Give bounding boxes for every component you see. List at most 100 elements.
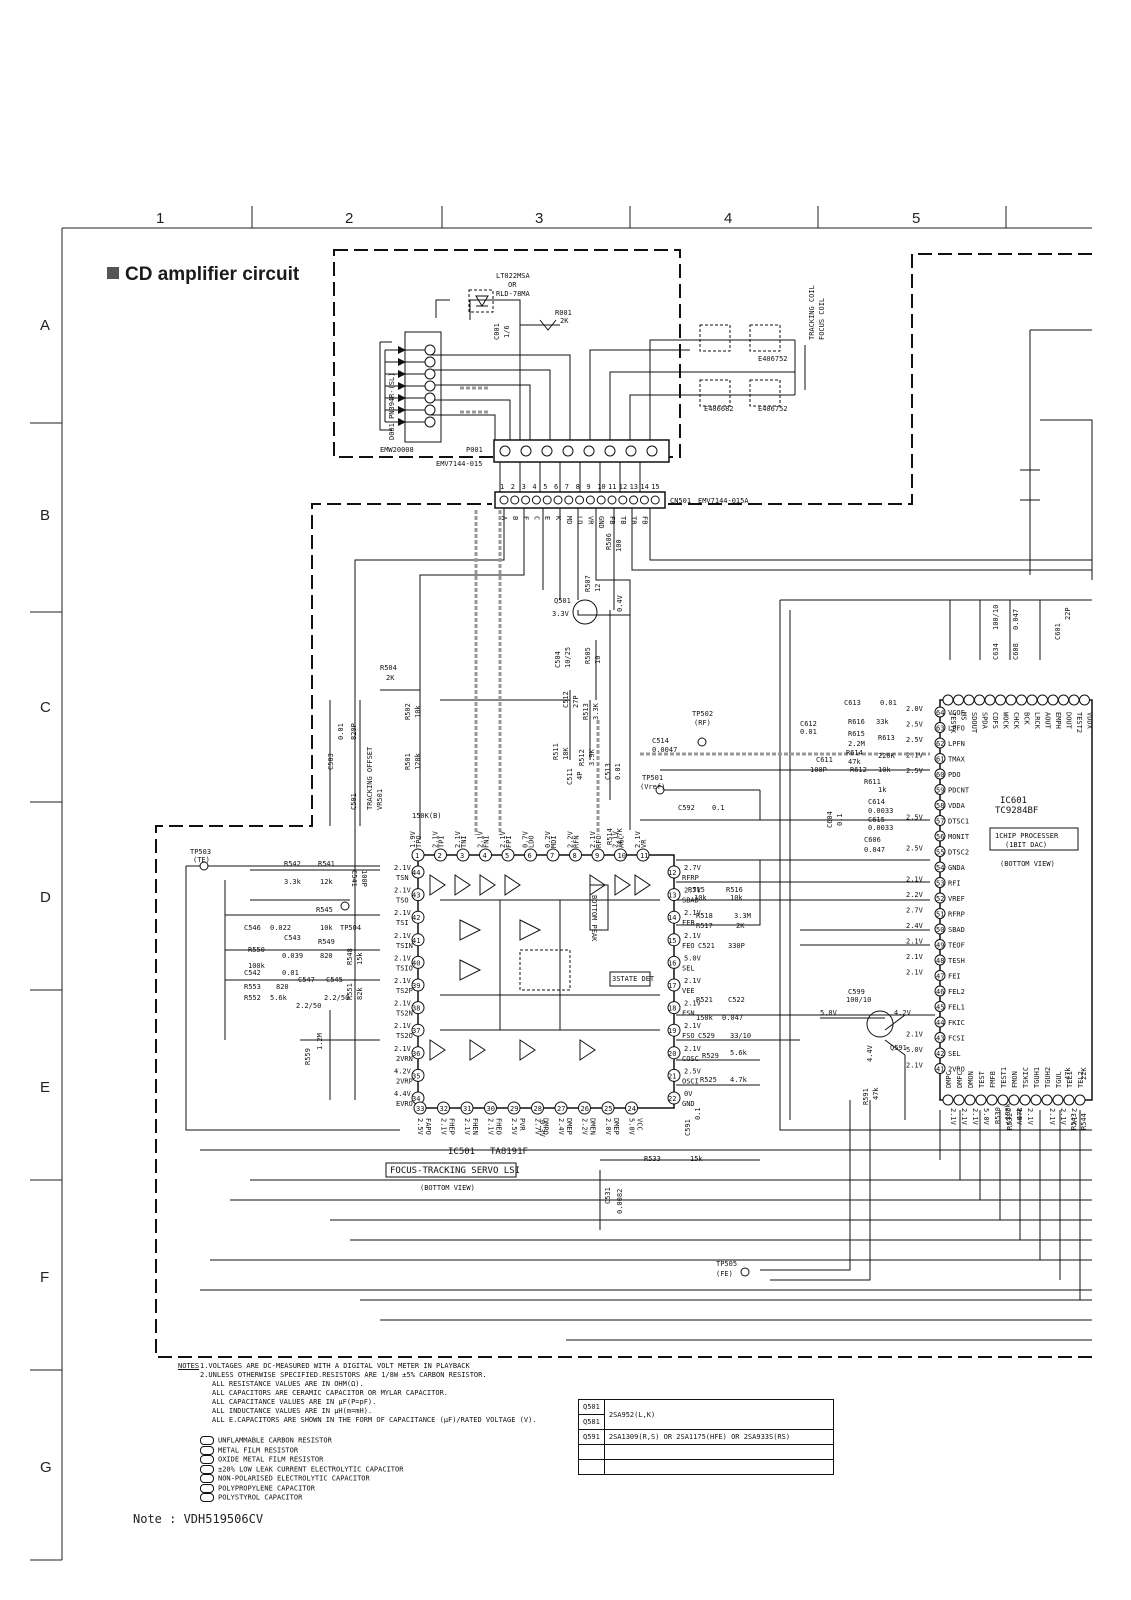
c501-ref: C501 bbox=[350, 793, 358, 810]
ic601-pin-number: 60 bbox=[936, 771, 944, 779]
r559-value: 1.2M bbox=[316, 1033, 324, 1050]
ic501-pin bbox=[531, 1101, 544, 1115]
ic601-pin bbox=[1074, 1094, 1086, 1106]
ic601-pin-signal: SBAD bbox=[948, 926, 965, 934]
r512-ref: R512 bbox=[578, 749, 586, 766]
ic601-bottom-signal: DMPC bbox=[945, 1071, 953, 1088]
r545-ref: R545 bbox=[316, 906, 333, 914]
ic601-pin-signal: FEI bbox=[948, 973, 961, 981]
ic601-pin bbox=[934, 892, 946, 904]
ic501-pin-signal: FSO bbox=[682, 1032, 695, 1040]
c504-ref: C504 bbox=[554, 651, 562, 668]
p001-pin bbox=[499, 445, 511, 457]
r001-value: 2K bbox=[560, 317, 569, 325]
ic601-pin-voltage: 2.2V bbox=[906, 891, 924, 899]
c592-value: 0.1 bbox=[712, 804, 725, 812]
p001-pin bbox=[646, 445, 658, 457]
c543-value: 0.039 bbox=[282, 952, 303, 960]
ic601-pin-signal: FCSI bbox=[948, 1035, 965, 1043]
tp502-signal: (RF) bbox=[694, 719, 711, 727]
r533-value: 15k bbox=[690, 1155, 703, 1163]
ic501-pin-signal: LDO bbox=[528, 835, 536, 848]
c599-value: 100/10 bbox=[846, 996, 871, 1004]
ic501-pin-signal: RFO bbox=[595, 835, 603, 848]
table-row: Q591 2SA1309(R,S) OR 2SA1175(HFE) OR 2SA… bbox=[578, 1429, 834, 1445]
ic501-pin-number: 11 bbox=[640, 852, 648, 860]
ic601-top-signal: TESTX bbox=[949, 712, 957, 734]
ic501-pin-voltage: 2.1V bbox=[432, 830, 440, 848]
ic501-pin-number: 1 bbox=[415, 852, 419, 860]
ic601-top-signal: CHCK bbox=[1012, 712, 1020, 730]
ic601-top-signal: WOCK bbox=[1002, 712, 1010, 730]
ic501-pin bbox=[413, 1101, 427, 1115]
ic501-caption: FOCUS-TRACKING SERVO LSI bbox=[390, 1166, 520, 1176]
ic601-bottom-voltage: 2.1V bbox=[1048, 1108, 1056, 1126]
ic601-pin-signal: GNDA bbox=[948, 864, 966, 872]
ic501-pin-signal: FHEO bbox=[495, 1118, 503, 1135]
ic601-pin-voltage: 2.0V bbox=[906, 705, 924, 713]
r517-value: 2K bbox=[736, 922, 745, 930]
ic501-pin-voltage: 2.1V bbox=[394, 864, 412, 872]
c001-value: 1/6 bbox=[503, 325, 511, 338]
pad bbox=[424, 416, 436, 428]
notes-block: NOTES 1.VOLTAGES ARE DC-MEASURED WITH A … bbox=[178, 1362, 580, 1425]
legend-symbol-icon bbox=[200, 1445, 214, 1455]
q591-ref: Q591 bbox=[890, 1044, 907, 1052]
ic501-pin-number: 28 bbox=[534, 1105, 542, 1113]
column-label: 1 bbox=[156, 210, 164, 227]
ic501-pin bbox=[667, 1091, 681, 1105]
ic501-pin-voltage: 2.1V bbox=[487, 1118, 495, 1136]
ic501-pin-number: 39 bbox=[412, 982, 420, 990]
signal-paths bbox=[460, 386, 930, 835]
q501-symbol bbox=[572, 599, 598, 625]
ic501-pin-signal: FNI bbox=[483, 835, 491, 848]
ic501-pin-number: 22 bbox=[668, 1095, 676, 1103]
table-row bbox=[578, 1444, 834, 1460]
c599-ref: C599 bbox=[848, 988, 865, 996]
pad bbox=[424, 392, 436, 404]
cn501-pin bbox=[629, 495, 639, 505]
ic601-top-signal: LRCK bbox=[1033, 712, 1041, 730]
ic501-pin-voltage: 2.1V bbox=[394, 932, 412, 940]
ferrite-label: E406682 bbox=[704, 405, 734, 413]
ic601-pin bbox=[975, 1094, 987, 1106]
ferrite-label: E406752 bbox=[758, 405, 788, 413]
pad bbox=[424, 368, 436, 380]
column-label: 4 bbox=[724, 210, 732, 227]
ic601-pin-voltage: 2.7V bbox=[906, 907, 924, 915]
ic601-bottom-signal: TGUH2 bbox=[1044, 1067, 1052, 1088]
ic501-pin bbox=[667, 888, 681, 902]
r505-ref: R505 bbox=[584, 647, 592, 664]
ic601-bottom-signal: TGUH1 bbox=[1033, 1067, 1041, 1088]
ic601-bottom-signal: DMFC bbox=[956, 1071, 964, 1088]
voltage-label: 0.3V bbox=[538, 1120, 546, 1138]
cn501-pin bbox=[499, 495, 509, 505]
ic601-pin-number: 59 bbox=[936, 787, 944, 795]
voltage-label: 0.4V bbox=[616, 594, 624, 612]
r545-value: 10k bbox=[320, 924, 333, 932]
r501-value: 120k bbox=[414, 752, 422, 770]
r551-ref: R551 bbox=[346, 983, 354, 1000]
r506-value: 100 bbox=[615, 539, 623, 552]
ic501-pin-number: 13 bbox=[668, 892, 676, 900]
ferrite-bead bbox=[749, 324, 781, 352]
cn501-pin-number: 4 bbox=[532, 483, 536, 491]
ic501-pin-signal: SBAD bbox=[682, 897, 699, 905]
ic501-pin-number: 17 bbox=[668, 982, 676, 990]
ic501-pin bbox=[667, 910, 681, 924]
r504-value: 2K bbox=[386, 674, 395, 682]
ic501-pin bbox=[667, 1001, 681, 1015]
legend-symbol-icon bbox=[200, 1493, 214, 1502]
p001-pin bbox=[625, 445, 637, 457]
ic601-pin-number: 51 bbox=[936, 911, 944, 919]
ic601-pin-signal: LPFO bbox=[948, 725, 965, 733]
cn501-pin-number: 13 bbox=[630, 483, 638, 491]
r542-ref: R542 bbox=[284, 860, 301, 868]
ic601-pin-signal: SEL bbox=[948, 1050, 961, 1058]
ic501-pin-voltage: 2.1V bbox=[612, 830, 620, 848]
ic501-pin-voltage: 2.1V bbox=[440, 1118, 448, 1136]
r615-value: 2.2M bbox=[848, 740, 865, 748]
c503-value: 0.01 bbox=[337, 723, 345, 740]
cn501-signal-label: TB bbox=[619, 516, 627, 524]
